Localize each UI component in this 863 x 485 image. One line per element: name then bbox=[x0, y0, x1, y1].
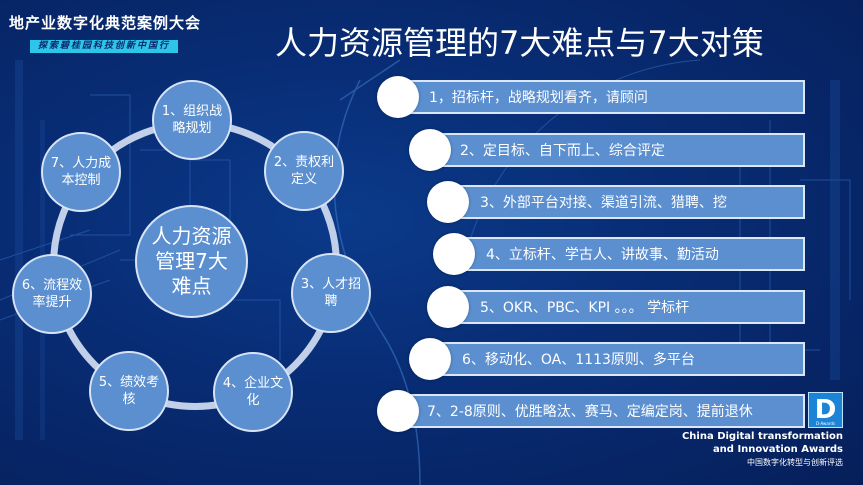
countermeasure-bar-6: 6、移动化、OA、1113原则、多平台 bbox=[430, 342, 805, 376]
event-subtitle: 探索碧桂园科技创新中国行 bbox=[30, 40, 178, 53]
countermeasure-bar-1: 1，招标杆，战略规划看齐，请顾问 bbox=[400, 80, 805, 114]
difficulty-node-5: 5、绩效考核 bbox=[89, 351, 169, 431]
countermeasure-bullet-2 bbox=[409, 129, 451, 171]
countermeasure-bullet-7 bbox=[377, 390, 419, 432]
countermeasure-bullet-1 bbox=[377, 76, 419, 118]
award-line-1: China Digital transformation bbox=[681, 431, 843, 442]
event-title: 地产业数字化典范案例大会 bbox=[9, 14, 202, 32]
countermeasure-bar-4: 4、立标杆、学古人、讲故事、勤活动 bbox=[456, 237, 805, 271]
award-line-3: 中国数字化转型与创新评选 bbox=[747, 458, 843, 467]
slide-title: 人力资源管理的7大难点与7大对策 bbox=[275, 24, 764, 62]
award-line-2: and Innovation Awards bbox=[712, 444, 843, 455]
countermeasure-bar-5: 5、OKR、PBC、KPI 。。。 学标杆 bbox=[450, 290, 805, 324]
difficulty-center-node: 人力资源管理7大难点 bbox=[135, 205, 248, 318]
countermeasure-bar-2: 2、定目标、自下而上、综合评定 bbox=[430, 133, 805, 167]
countermeasure-bullet-3 bbox=[427, 181, 469, 223]
d-awards-logo: D D-Awards bbox=[808, 392, 843, 428]
difficulty-node-2: 2、责权利定义 bbox=[264, 131, 344, 211]
difficulty-node-6: 6、流程效率提升 bbox=[12, 254, 92, 334]
countermeasure-bar-3: 3、外部平台对接、渠道引流、猎聘、挖 bbox=[450, 185, 805, 219]
countermeasure-bullet-5 bbox=[427, 286, 469, 328]
countermeasure-bullet-4 bbox=[433, 233, 475, 275]
difficulty-node-7: 7、人力成本控制 bbox=[41, 132, 121, 212]
countermeasure-bullet-6 bbox=[409, 338, 451, 380]
center-label: 人力资源管理7大难点 bbox=[151, 224, 232, 298]
difficulty-node-4: 4、企业文化 bbox=[213, 352, 293, 432]
difficulty-node-3: 3、人才招聘 bbox=[291, 253, 371, 333]
countermeasure-bar-7: 7、2-8原则、优胜略汰、赛马、定编定岗、提前退休 bbox=[400, 394, 805, 428]
difficulty-node-1: 1、组织战略规划 bbox=[152, 80, 232, 160]
